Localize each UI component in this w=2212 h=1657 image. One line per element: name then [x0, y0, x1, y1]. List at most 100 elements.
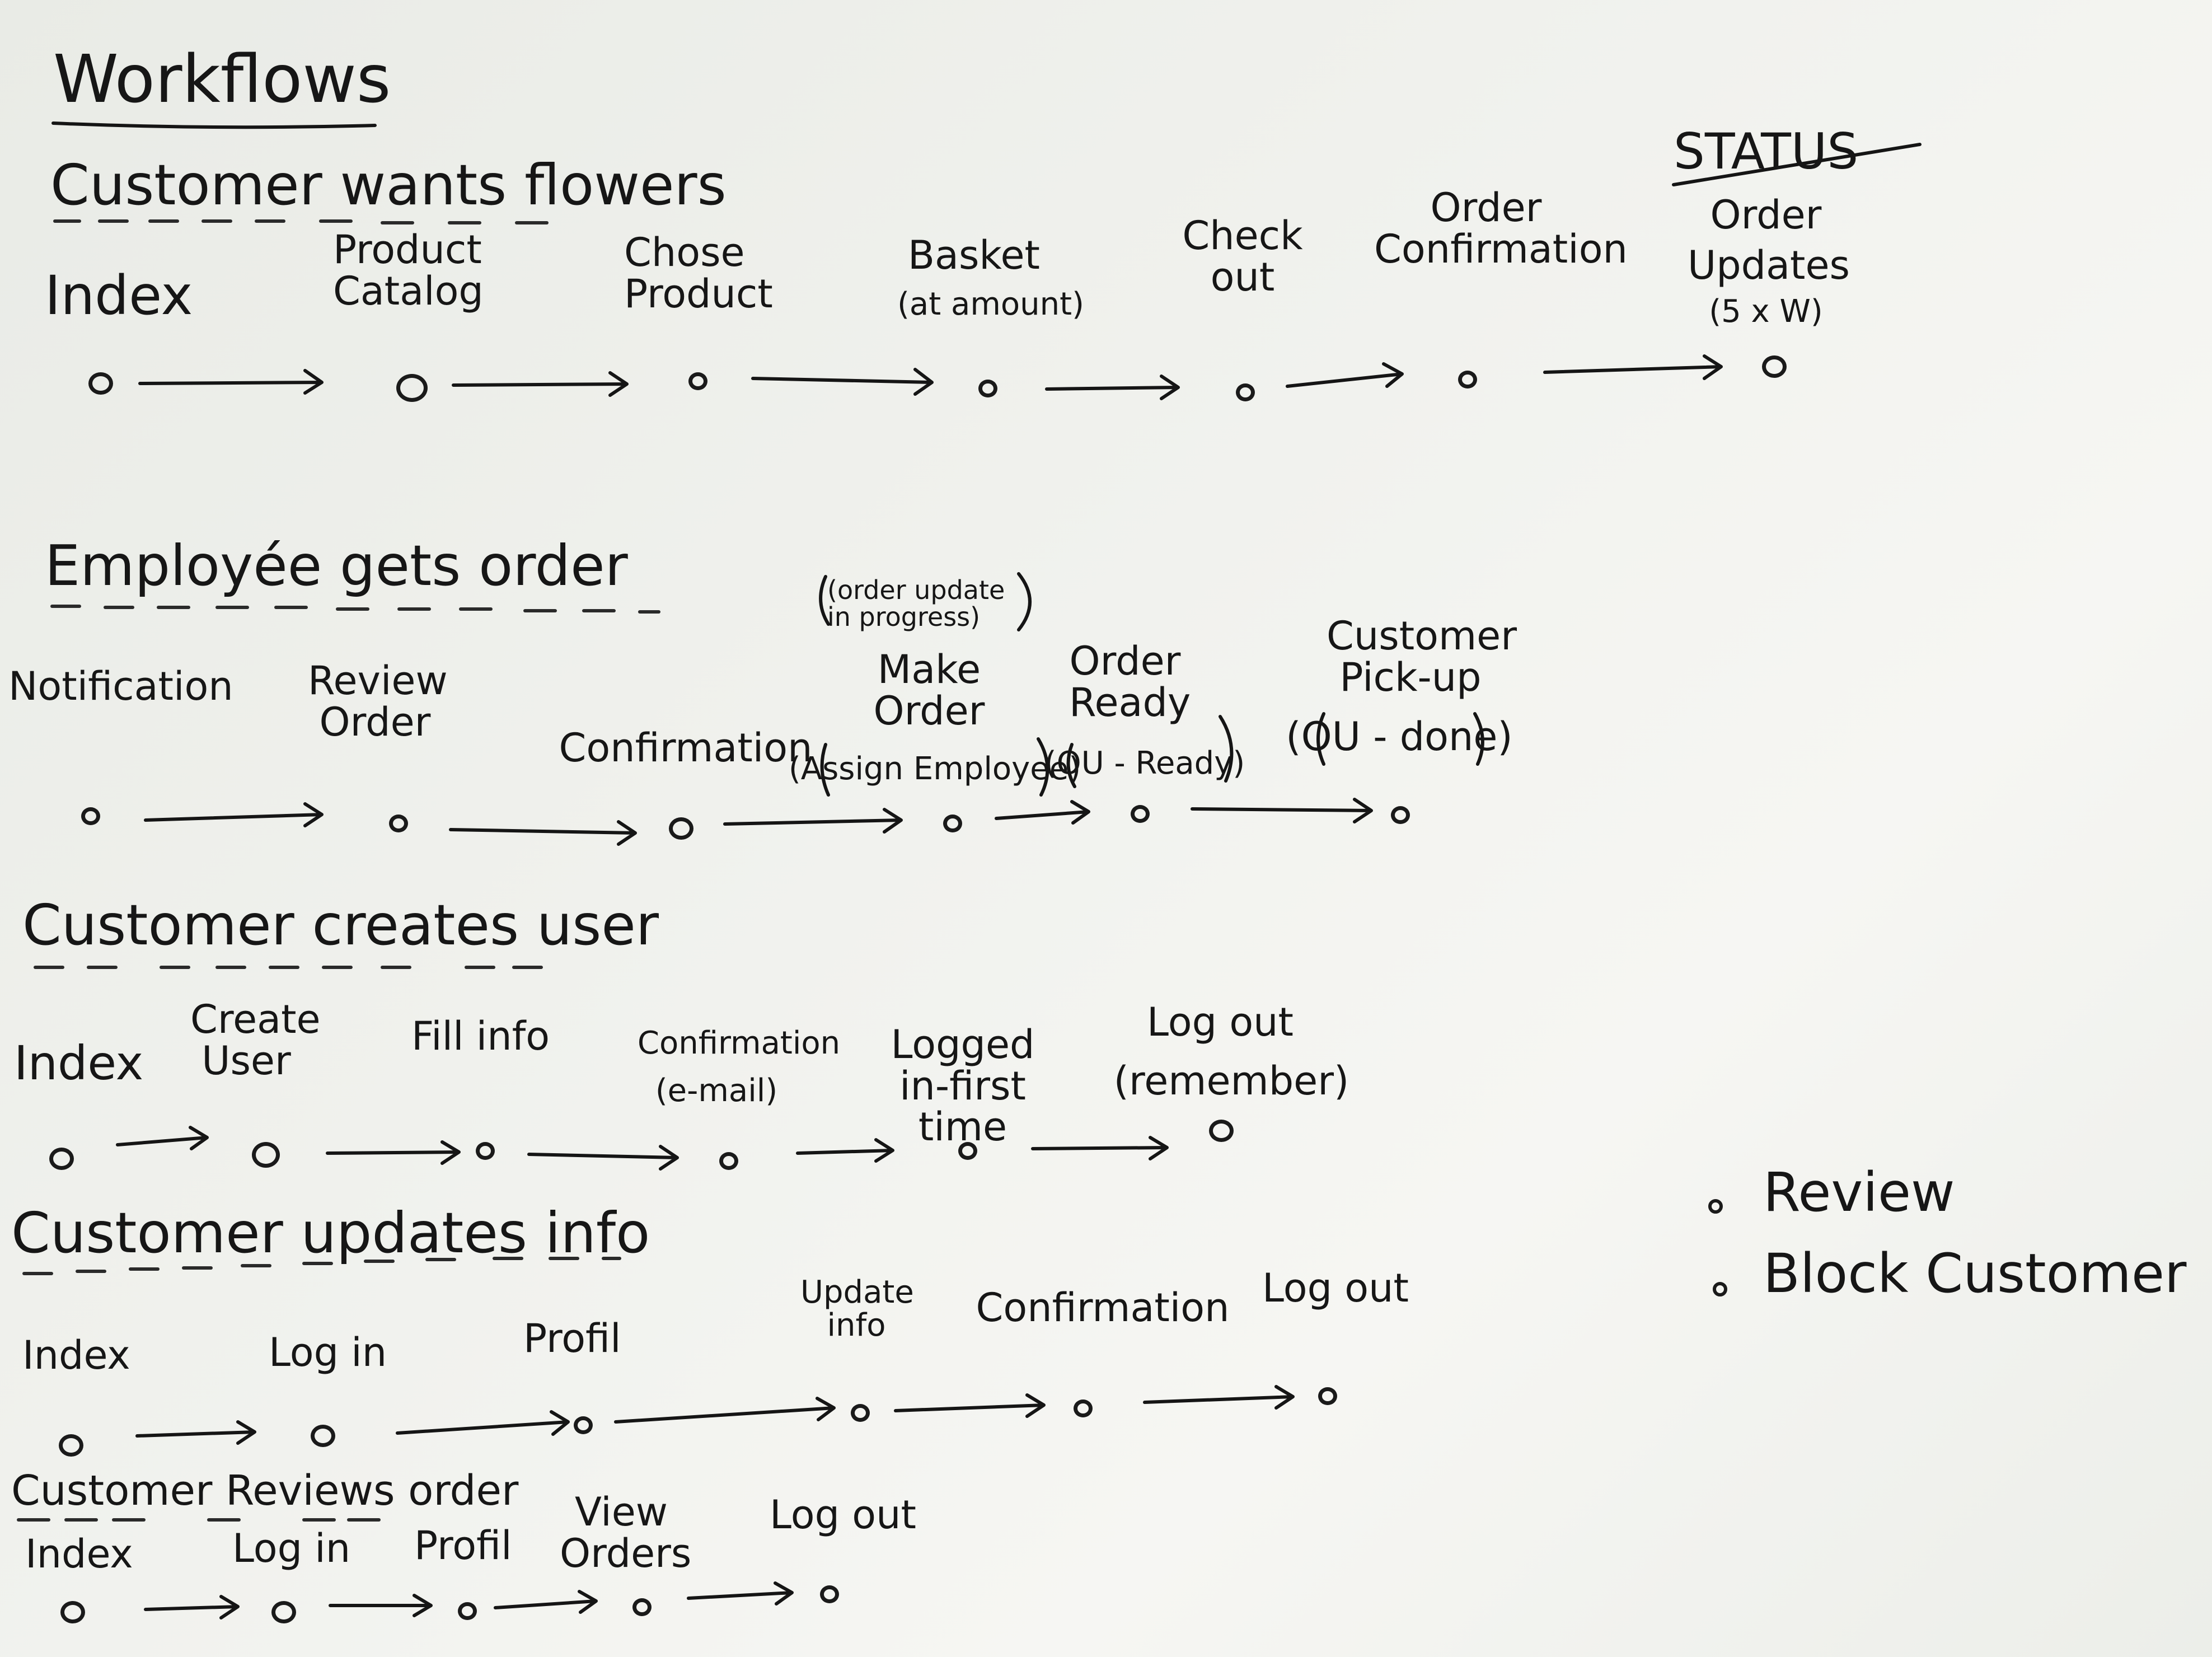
arrow	[1191, 798, 1373, 823]
step-label: Review Order	[308, 658, 448, 745]
heading-dash	[302, 1518, 336, 1522]
heading-dash	[148, 219, 179, 223]
workflow-node	[958, 1142, 977, 1160]
workflow-title: Customer wants flowers	[50, 152, 727, 218]
step-label: Customer Pick-up	[1327, 613, 1517, 700]
step-label: Index	[25, 1531, 133, 1577]
step-sublabel: (remember)	[1113, 1058, 1349, 1104]
arrow	[687, 1581, 794, 1605]
step-label: Confirmation	[637, 1025, 841, 1061]
heading-dash	[602, 1257, 621, 1260]
heading-dash	[364, 1260, 395, 1263]
step-label: Profil	[414, 1523, 512, 1569]
workflow-node	[820, 1585, 839, 1603]
heading-dash	[160, 966, 190, 969]
heading-dash	[448, 221, 481, 224]
arrow	[1286, 362, 1404, 388]
workflow-node	[1131, 805, 1150, 823]
workflow-node	[458, 1602, 477, 1620]
heading-dash	[493, 1257, 523, 1260]
heading-dash	[129, 1267, 160, 1271]
bracket	[820, 737, 1049, 797]
arrow	[494, 1590, 598, 1614]
workflow-node	[1391, 806, 1410, 824]
heading-dash	[381, 221, 414, 224]
workflow-node	[1074, 1399, 1093, 1417]
arrow	[614, 1397, 836, 1424]
heading-dash	[64, 1518, 98, 1522]
step-label: Check out	[1182, 213, 1303, 300]
workflow-node	[943, 815, 962, 832]
workflow-node	[311, 1425, 335, 1447]
heading-dash	[157, 606, 190, 609]
heading-dash	[302, 1262, 333, 1265]
workflow-node	[88, 372, 113, 395]
status-underline	[1672, 143, 1922, 186]
arrow	[723, 808, 903, 834]
side-list-item: Review	[1763, 1161, 1955, 1224]
step-label: Chose Product	[624, 230, 773, 317]
heading-dash	[22, 1272, 53, 1275]
heading-dash	[459, 607, 493, 611]
workflow-node	[1762, 355, 1787, 378]
bracket	[1316, 712, 1484, 766]
step-label: Notification	[8, 663, 233, 709]
step-label: Fill info	[411, 1013, 550, 1059]
list-bullet	[1708, 1199, 1723, 1214]
step-sublabel: (Assign Employee)	[788, 751, 1081, 787]
workflow-node	[574, 1416, 593, 1434]
step-label: Log out	[770, 1492, 916, 1538]
arrow	[144, 802, 324, 827]
workflow-node	[271, 1601, 296, 1623]
arrow	[329, 1594, 433, 1617]
step-label: Log out	[1147, 999, 1294, 1045]
arrow	[138, 369, 324, 395]
arrow	[1543, 354, 1723, 380]
status-line: Order	[1710, 192, 1822, 238]
step-label: Update info	[800, 1274, 914, 1344]
heading-dash	[104, 606, 134, 609]
arrow	[144, 1595, 240, 1619]
arrow	[449, 820, 637, 846]
workflow-node	[669, 817, 693, 840]
heading-dash	[322, 966, 353, 969]
workflow-node	[396, 374, 428, 402]
step-label: Logged in-first time	[891, 1022, 1035, 1150]
workflow-title: Employée gets order	[45, 533, 628, 598]
step-label: Index	[45, 264, 193, 327]
step-label: Log out	[1262, 1265, 1409, 1311]
status-line: (5 x W)	[1709, 293, 1823, 330]
step-label: Product Catalog	[333, 227, 484, 314]
arrow	[527, 1145, 679, 1171]
heading-dash	[182, 1266, 213, 1270]
heading-dash	[207, 1518, 241, 1522]
workflow-title: Customer updates info	[11, 1200, 650, 1266]
bracket	[1066, 715, 1234, 788]
arrow	[452, 371, 629, 397]
list-bullet	[1713, 1282, 1727, 1296]
arrow	[1045, 375, 1180, 400]
step-sublabel: (at amount)	[897, 286, 1084, 322]
workflow-node	[81, 807, 100, 825]
workflow-node	[1209, 1120, 1234, 1142]
heading-dash	[98, 219, 129, 223]
workflow-node	[476, 1142, 495, 1160]
step-label: Create User	[190, 996, 321, 1084]
heading-dash	[76, 1270, 106, 1273]
heading-dash	[201, 219, 232, 223]
workflow-node	[1458, 371, 1477, 388]
workflow-node	[60, 1601, 85, 1623]
arrow	[1143, 1385, 1295, 1410]
heading-dash	[34, 966, 64, 969]
note-bracket	[819, 572, 1032, 631]
status-heading: STATUS	[1674, 123, 1859, 180]
heading-dash	[53, 219, 81, 223]
arrow	[116, 1126, 209, 1150]
workflow-node	[49, 1148, 74, 1170]
step-label: Order Ready	[1069, 638, 1191, 725]
step-label: Profil	[523, 1316, 621, 1361]
heading-dash	[347, 1518, 381, 1522]
arrow	[135, 1420, 256, 1445]
